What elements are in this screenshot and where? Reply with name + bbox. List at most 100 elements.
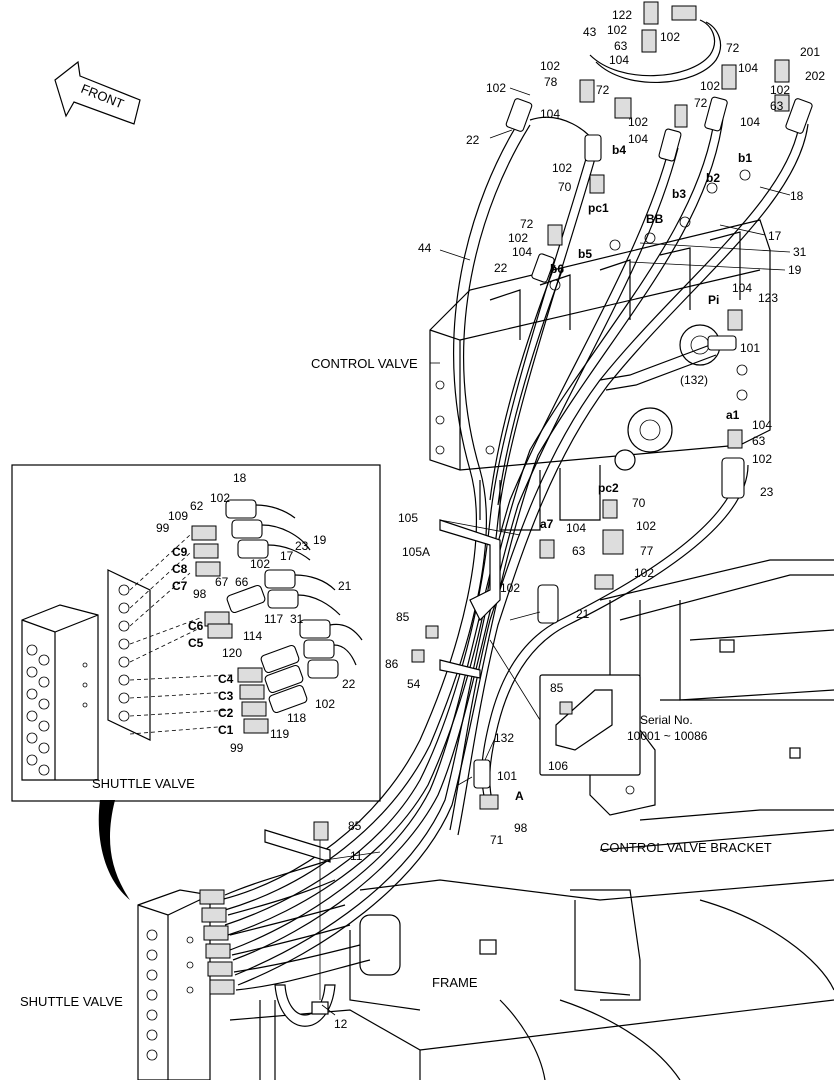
svg-text:BB: BB: [646, 212, 664, 226]
svg-text:22: 22: [466, 133, 480, 147]
frame-caption: FRAME: [432, 975, 478, 990]
svg-text:19: 19: [788, 263, 802, 277]
svg-text:78: 78: [544, 75, 558, 89]
svg-text:132: 132: [494, 731, 514, 745]
svg-text:b6: b6: [550, 262, 564, 276]
svg-text:54: 54: [407, 677, 421, 691]
svg-text:71: 71: [490, 833, 504, 847]
svg-text:102: 102: [770, 83, 790, 97]
shuttle-valve-caption: SHUTTLE VALVE: [20, 994, 123, 1009]
serial-label: Serial No.: [640, 713, 693, 727]
svg-text:a7: a7: [540, 517, 554, 531]
svg-text:104: 104: [512, 245, 532, 259]
svg-text:77: 77: [640, 544, 654, 558]
svg-text:63: 63: [770, 99, 784, 113]
svg-text:67: 67: [215, 575, 229, 589]
svg-text:105A: 105A: [402, 545, 430, 559]
svg-text:104: 104: [732, 281, 752, 295]
svg-text:21: 21: [338, 579, 352, 593]
svg-text:102: 102: [660, 30, 680, 44]
svg-text:12: 12: [334, 1017, 348, 1031]
svg-text:102: 102: [752, 452, 772, 466]
svg-text:70: 70: [558, 180, 572, 194]
svg-text:63: 63: [614, 39, 628, 53]
svg-text:102: 102: [700, 79, 720, 93]
svg-text:104: 104: [628, 132, 648, 146]
svg-text:105: 105: [398, 511, 418, 525]
svg-text:102: 102: [540, 59, 560, 73]
shuttle-valve-main: [137, 859, 371, 1081]
svg-text:b5: b5: [578, 247, 592, 261]
svg-text:23: 23: [295, 539, 309, 553]
svg-text:122: 122: [612, 8, 632, 22]
svg-text:b1: b1: [738, 151, 752, 165]
svg-text:C7: C7: [172, 579, 188, 593]
svg-text:104: 104: [566, 521, 586, 535]
svg-text:11: 11: [350, 849, 363, 863]
svg-text:Pi: Pi: [708, 293, 719, 307]
svg-text:102: 102: [315, 697, 335, 711]
svg-text:120: 120: [222, 646, 242, 660]
svg-text:C9: C9: [172, 545, 188, 559]
svg-text:117: 117: [264, 612, 283, 626]
svg-text:104: 104: [738, 61, 758, 75]
svg-text:102: 102: [500, 581, 520, 595]
svg-text:102: 102: [508, 231, 528, 245]
svg-text:19: 19: [313, 533, 327, 547]
svg-text:C8: C8: [172, 562, 188, 576]
svg-text:b3: b3: [672, 187, 686, 201]
control-valve-caption: CONTROL VALVE: [311, 356, 418, 371]
svg-text:18: 18: [790, 189, 804, 203]
svg-text:pc2: pc2: [598, 481, 619, 495]
svg-text:31: 31: [290, 612, 304, 626]
svg-text:104: 104: [740, 115, 760, 129]
svg-text:b4: b4: [612, 143, 626, 157]
svg-text:85: 85: [396, 610, 410, 624]
svg-text:202: 202: [805, 69, 825, 83]
svg-text:102: 102: [250, 557, 270, 571]
svg-text:101: 101: [497, 769, 517, 783]
svg-text:18: 18: [233, 471, 247, 485]
svg-text:118: 118: [287, 711, 306, 725]
svg-text:C4: C4: [218, 672, 234, 686]
svg-text:62: 62: [190, 499, 204, 513]
svg-text:104: 104: [609, 53, 629, 67]
svg-text:43: 43: [583, 25, 597, 39]
svg-text:23: 23: [760, 485, 774, 499]
captions: CONTROL VALVE SHUTTLE VALVE SHUTTLE VALV…: [20, 356, 772, 1009]
labels: 122 102 63 104 102 43 72 201 202 104 102…: [156, 8, 825, 1031]
svg-text:102: 102: [628, 115, 648, 129]
control-valve: [429, 169, 771, 531]
svg-text:22: 22: [342, 677, 356, 691]
svg-text:C5: C5: [188, 636, 204, 650]
svg-text:C3: C3: [218, 689, 234, 703]
svg-text:72: 72: [520, 217, 534, 231]
svg-text:102: 102: [210, 491, 230, 505]
svg-text:101: 101: [740, 341, 760, 355]
svg-text:a1: a1: [726, 408, 740, 422]
svg-text:17: 17: [768, 229, 782, 243]
svg-text:(132): (132): [680, 373, 708, 387]
svg-text:63: 63: [572, 544, 586, 558]
svg-text:72: 72: [596, 83, 610, 97]
control-valve-bracket-caption: CONTROL VALVE BRACKET: [600, 840, 772, 855]
svg-text:102: 102: [552, 161, 572, 175]
svg-text:98: 98: [193, 587, 207, 601]
svg-text:C6: C6: [188, 619, 204, 633]
svg-text:102: 102: [486, 81, 506, 95]
shuttle-valve-inset: [11, 464, 381, 802]
svg-text:21: 21: [576, 607, 590, 621]
svg-text:104: 104: [540, 107, 560, 121]
svg-text:pc1: pc1: [588, 201, 609, 215]
svg-text:98: 98: [514, 821, 528, 835]
inset-pointer: [98, 800, 130, 900]
svg-text:31: 31: [793, 245, 807, 259]
svg-text:86: 86: [385, 657, 399, 671]
svg-text:106: 106: [548, 759, 568, 773]
svg-text:C2: C2: [218, 706, 234, 720]
svg-text:66: 66: [235, 575, 249, 589]
svg-text:22: 22: [494, 261, 508, 275]
svg-text:99: 99: [230, 741, 244, 755]
